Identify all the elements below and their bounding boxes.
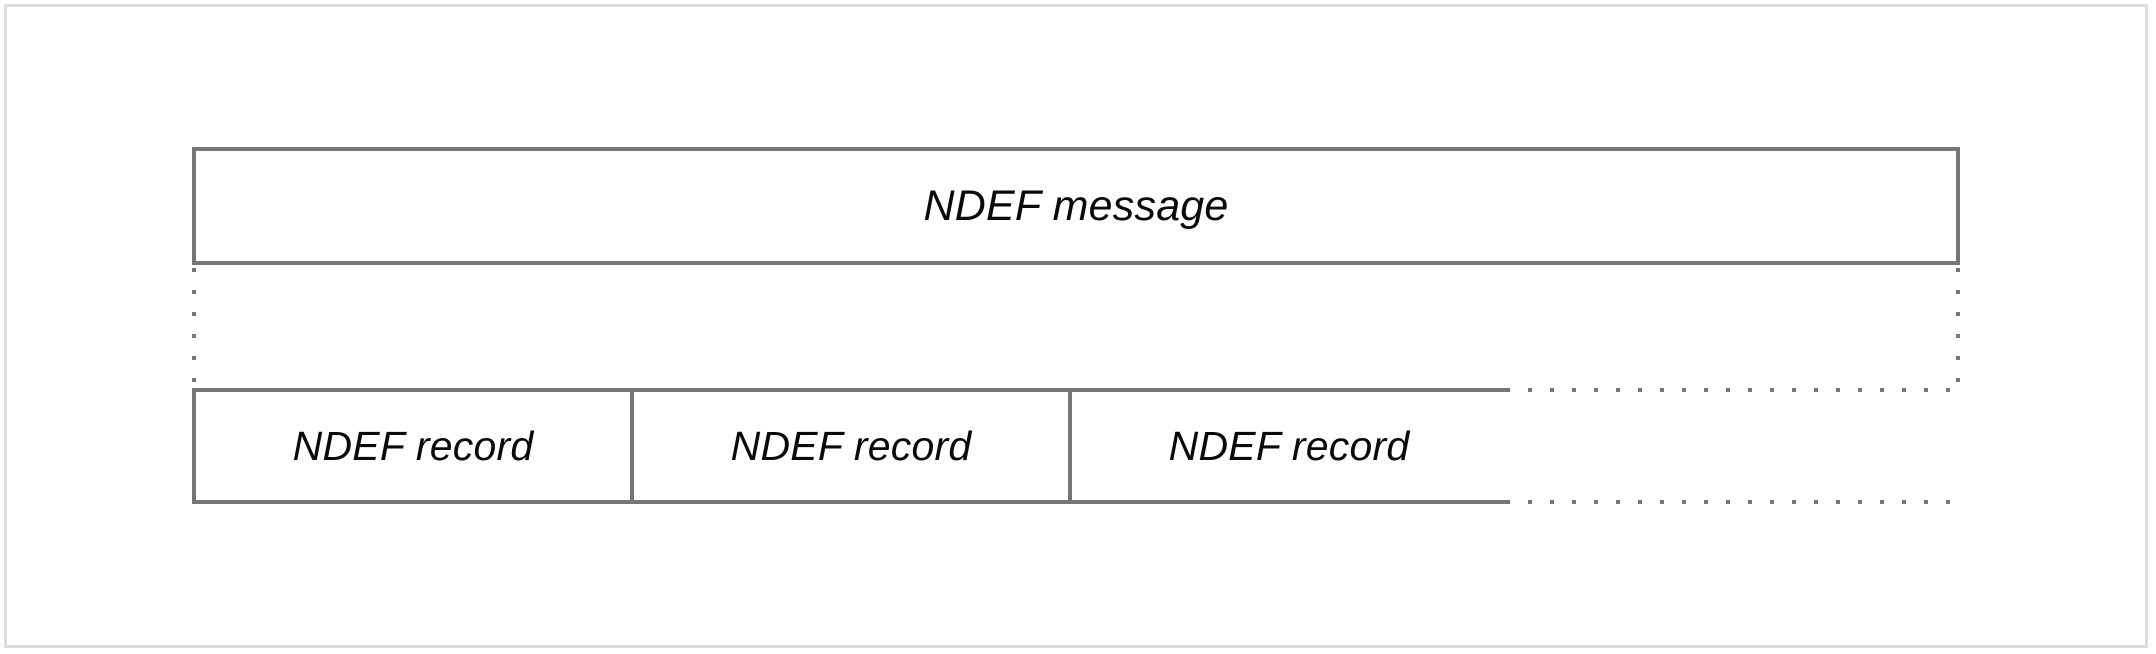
ndef-record-label: NDEF record xyxy=(1168,422,1410,469)
ndef-record-label: NDEF record xyxy=(730,422,972,469)
ndef-record-box: NDEF record xyxy=(192,388,634,504)
page-frame xyxy=(4,4,2148,648)
ndef-record-box: NDEF record xyxy=(630,388,1072,504)
ndef-record-box: NDEF record xyxy=(1068,388,1510,504)
ndef-records-row: NDEF record NDEF record NDEF record xyxy=(192,388,1960,504)
ndef-records-continuation xyxy=(1506,388,1960,504)
connector-dotted-line-right xyxy=(1956,268,1960,506)
ndef-message-label: NDEF message xyxy=(923,181,1229,230)
connector-dotted-line-left xyxy=(192,268,196,506)
ndef-message-box: NDEF message xyxy=(192,147,1960,265)
ndef-record-label: NDEF record xyxy=(292,422,534,469)
